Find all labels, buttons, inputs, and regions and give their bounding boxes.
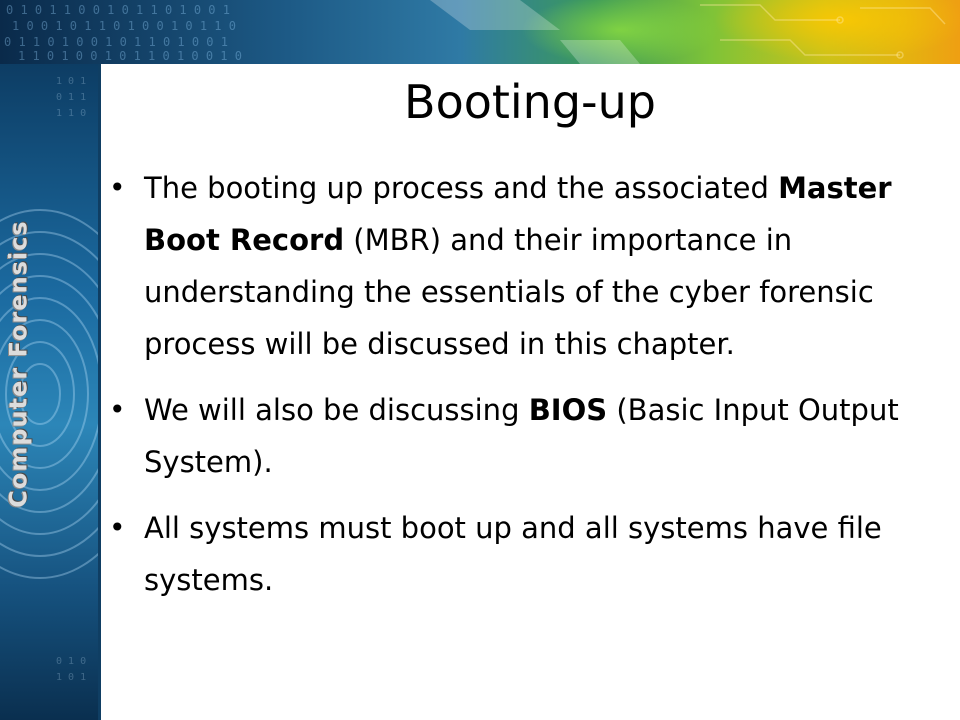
- svg-text:0 1 0: 0 1 0: [56, 656, 86, 667]
- bullet-text: We will also be discussing: [144, 393, 529, 427]
- bullet-item: All systems must boot up and all systems…: [102, 502, 947, 606]
- binary-digits-decoration: 0 1 0 1 1 0 0 1 0 1 1 0 1 0 0 1 1 0 0 1 …: [4, 0, 946, 64]
- bullet-text: All systems must boot up and all systems…: [144, 511, 882, 597]
- bullet-list: The booting up process and the associate…: [102, 162, 947, 620]
- svg-text:0 1 0 1 1 0 0 1 0 1 1 0 1 0 0: 0 1 0 1 1 0 0 1 0 1 1 0 1 0 0 1: [6, 3, 230, 17]
- svg-text:1 0 1: 1 0 1: [56, 672, 86, 683]
- bullet-bold-text: Master Boot Record: [144, 171, 892, 257]
- computer-forensics-label: Computer Forensics: [5, 220, 34, 508]
- slide-title: Booting-up: [404, 75, 656, 129]
- bullet-item: The booting up process and the associate…: [102, 162, 947, 370]
- fingerprint-pattern: 1 0 1 0 1 1 1 1 0 0 1 0 1 0 1: [0, 76, 100, 683]
- divider-line: [98, 64, 101, 720]
- bullet-item: We will also be discussing BIOS (Basic I…: [102, 384, 947, 488]
- bullet-bold-text: BIOS: [528, 393, 608, 427]
- left-decorative-strip: 1 0 1 0 1 1 1 1 0 0 1 0 1 0 1 Computer F…: [0, 64, 100, 720]
- svg-text:1 0 0 1 0 1 1 0 1 0 0 1 0 1 1: 1 0 0 1 0 1 1 0 1 0 0 1 0 1 1 0: [12, 19, 236, 33]
- bullet-text: (Basic Input Output System).: [144, 393, 899, 479]
- svg-text:1 1 0 1 0 0 1 0 1 1 0 1 0 0 1: 1 1 0 1 0 0 1 0 1 1 0 1 0 0 1 0: [18, 49, 242, 63]
- svg-text:0 1 1: 0 1 1: [56, 92, 86, 103]
- bullet-text: (MBR) and their importance in understand…: [144, 223, 874, 361]
- bullet-text: The booting up process and the associate…: [144, 171, 779, 205]
- svg-text:1 0 1: 1 0 1: [56, 76, 86, 87]
- svg-text:0 1 1 0 1 0 0 1 0 1 1 0 1 0 0: 0 1 1 0 1 0 0 1 0 1 1 0 1 0 0 1: [4, 35, 228, 49]
- top-banner-image: 0 1 0 1 1 0 0 1 0 1 1 0 1 0 0 1 1 0 0 1 …: [0, 0, 960, 64]
- svg-text:1 1 0: 1 1 0: [56, 108, 86, 119]
